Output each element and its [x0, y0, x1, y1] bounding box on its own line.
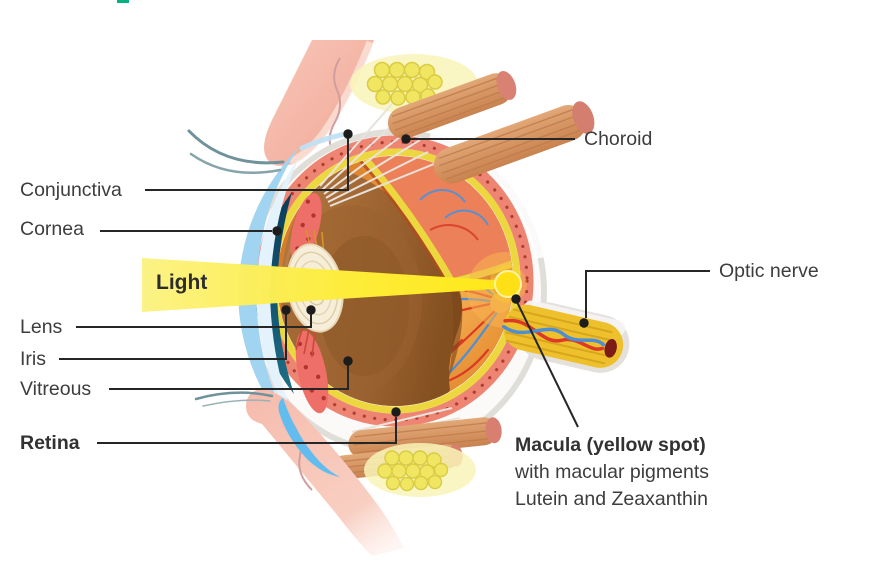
- eye-muscle-lower-1: [348, 417, 502, 459]
- optic-nerve-shape: [502, 300, 630, 373]
- label-macula: Macula (yellow spot) with macular pigmen…: [515, 432, 709, 513]
- leader-dots: [272, 129, 589, 417]
- label-vitreous: Vitreous: [20, 378, 92, 400]
- label-optic-nerve: Optic nerve: [719, 260, 819, 282]
- conjunctiva-film: [299, 131, 348, 151]
- macula-title: Macula (yellow spot): [515, 434, 706, 456]
- macula-subtitle-2: Lutein and Zeaxanthin: [515, 488, 708, 510]
- cornea-tail: [278, 398, 340, 477]
- label-choroid: Choroid: [584, 128, 653, 150]
- leader-iris: [59, 314, 287, 360]
- leader-conjunctiva: [145, 138, 349, 191]
- label-retina: Retina: [20, 432, 80, 454]
- label-iris: Iris: [20, 348, 46, 370]
- label-light: Light: [156, 271, 208, 294]
- accent-mark: [117, 0, 129, 3]
- eyelashes-upper: [187, 129, 285, 175]
- leader-lens: [76, 314, 312, 328]
- light-beam: [142, 258, 509, 312]
- cornea-shape: [238, 131, 348, 444]
- tendon-fibers-upper: [319, 103, 435, 207]
- leader-macula: [516, 301, 579, 428]
- macula-spot: [489, 265, 527, 303]
- label-conjunctiva: Conjunctiva: [20, 179, 122, 201]
- leader-optic-nerve: [585, 270, 710, 318]
- leader-vitreous: [109, 365, 349, 390]
- eyelashes-lower: [194, 391, 274, 407]
- nerve-vein: [502, 324, 606, 347]
- ciliary-body: [290, 193, 329, 414]
- orbital-fat-upper: [350, 54, 478, 114]
- label-lens: Lens: [20, 316, 63, 338]
- nerve-artery: [503, 318, 605, 351]
- macula-subtitle-1: with macular pigments: [515, 461, 709, 483]
- eye-muscle-upper-1: [387, 71, 517, 139]
- leader-retina: [97, 417, 397, 444]
- leader-lines: [59, 138, 710, 444]
- label-cornea: Cornea: [20, 218, 84, 240]
- orbital-fat-lower: [364, 443, 476, 497]
